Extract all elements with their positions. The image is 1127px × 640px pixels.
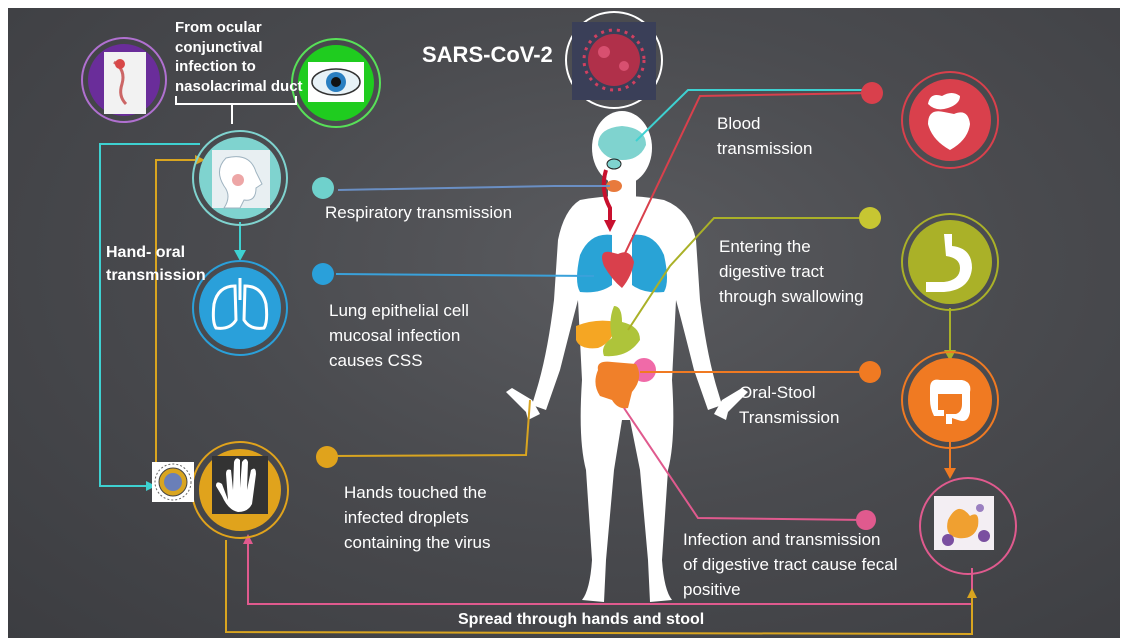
ocular-infection-label: From ocular conjunctival infection to na… xyxy=(175,18,303,96)
respiratory-label: Respiratory transmission xyxy=(325,200,512,225)
conjunctiva-circle-icon xyxy=(82,38,166,122)
blood-transmission-label: Blood transmission xyxy=(717,111,812,161)
head-infection-circle-icon xyxy=(193,131,287,225)
hands-touched-label: Hands touched the infected droplets cont… xyxy=(344,480,490,555)
fecal-positive-label: Infection and transmission of digestive … xyxy=(683,527,898,602)
intestine-circle-icon xyxy=(902,352,998,448)
spread-label: Spread through hands and stool xyxy=(458,610,704,630)
eye-circle-icon xyxy=(292,39,380,127)
hands-dot xyxy=(316,446,338,468)
sars-cov-2-virus-icon xyxy=(566,12,662,108)
virus-particle-icon xyxy=(152,462,194,502)
label-bracket xyxy=(176,96,232,124)
cyan-loop-line xyxy=(100,144,200,486)
lung-connector-line xyxy=(336,274,594,276)
oral-stool-label: Oral-Stool Transmission xyxy=(739,380,839,430)
stomach-circle-icon xyxy=(902,214,998,310)
lung-infection-label: Lung epithelial cell mucosal infection c… xyxy=(329,298,469,373)
digestive-dot xyxy=(859,207,881,229)
lungs-circle-icon xyxy=(193,261,287,355)
blood-dot xyxy=(861,82,883,104)
oral-stool-dot xyxy=(859,361,881,383)
feces-circle-icon xyxy=(920,478,1016,574)
digestive-entry-label: Entering the digestive tract through swa… xyxy=(719,234,864,309)
blood-circle-icon xyxy=(902,72,998,168)
gold-loop-line xyxy=(156,160,198,462)
hand-oral-label: Hand- oral transmission xyxy=(106,241,206,287)
respiratory-dot xyxy=(312,177,334,199)
lung-dot xyxy=(312,263,334,285)
respiratory-connector-line xyxy=(338,186,610,190)
virus-title: SARS-CoV-2 xyxy=(422,42,553,67)
hands-connector-line xyxy=(328,400,530,456)
hand-circle-icon xyxy=(192,442,288,538)
